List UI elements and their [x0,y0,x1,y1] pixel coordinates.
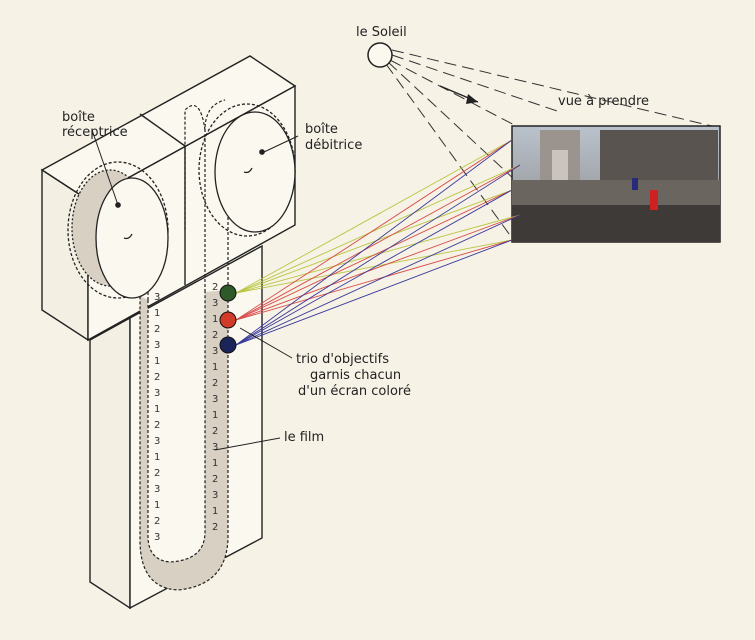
frame-number: 1 [154,308,160,319]
light-rays [235,139,521,346]
column-left-face [89,316,131,610]
lenses-label-2: garnis chacun [310,368,402,383]
supply-reel [198,103,296,237]
take-up-box-label-2: réceptrice [62,125,128,140]
frame-number: 3 [212,490,218,501]
light-ray [235,164,521,294]
frame-number: 1 [154,452,160,463]
frame-numbers: 3 2 1 3 2 1 3 2 1 3 2 1 3 2 1 3 2 1 3 2 1 3 2 1 3 2 1 3 2 1 3 2 [154,282,218,543]
light-ray [235,139,513,321]
frame-number: 2 [154,468,160,479]
frame-number: 3 [154,388,160,399]
frame-number: 1 [212,362,218,373]
lens-red-icon [219,311,237,329]
light-ray [235,189,513,321]
frame-number: 2 [212,474,218,485]
lens-green-icon [219,284,237,302]
light-ray [235,139,513,346]
frame-number: 1 [154,500,160,511]
lenses-label-3: d'un écran coloré [298,384,411,399]
light-ray [235,214,521,321]
sun-label: le Soleil [356,25,407,40]
frame-number: 3 [154,436,160,447]
leader-lines [91,129,299,451]
frame-number: 3 [154,484,160,495]
frame-number: 3 [212,298,218,309]
frame-number: 2 [154,372,160,383]
sun-icon [367,42,393,68]
box-divider-top [139,113,186,147]
light-ray [235,239,513,294]
light-ray [235,214,521,294]
scene-label: vue à prendre [558,94,650,109]
light-ray [235,164,521,346]
frame-number: 3 [212,346,218,357]
frame-number: 2 [212,378,218,389]
light-ray [235,239,513,321]
film-label: le film [284,430,325,445]
take-up-reel [67,161,169,299]
frame-number: 3 [154,292,160,303]
frame-number: 1 [212,458,218,469]
frame-number: 2 [154,516,160,527]
frame-number: 2 [154,420,160,431]
frame-number: 2 [212,522,218,533]
frame-number: 1 [212,410,218,421]
arrow-icon [439,85,479,104]
frame-number: 1 [212,506,218,517]
light-ray [235,164,521,321]
frame-number: 1 [154,404,160,415]
frame-number: 3 [212,442,218,453]
frame-number: 1 [154,356,160,367]
light-ray [235,189,513,346]
light-ray [235,189,513,294]
scene-picture [511,125,721,243]
frame-number: 2 [154,324,160,335]
light-ray [235,239,513,346]
frame-number: 2 [212,426,218,437]
lens-blue-icon [219,336,237,354]
frame-number: 2 [212,330,218,341]
frame-number: 1 [212,314,218,325]
frame-number: 2 [212,282,218,293]
light-ray [235,139,513,294]
take-up-box-label-1: boîte [62,110,95,125]
frame-number: 3 [154,340,160,351]
sun-rays [385,49,713,239]
frame-number: 3 [212,394,218,405]
frame-number: 3 [154,532,160,543]
light-ray [235,214,521,346]
supply-box-label-2: débitrice [305,138,363,153]
supply-box-label-1: boîte [305,122,338,137]
lenses-label-1: trio d'objectifs [296,352,389,367]
column-front-face [129,244,263,610]
